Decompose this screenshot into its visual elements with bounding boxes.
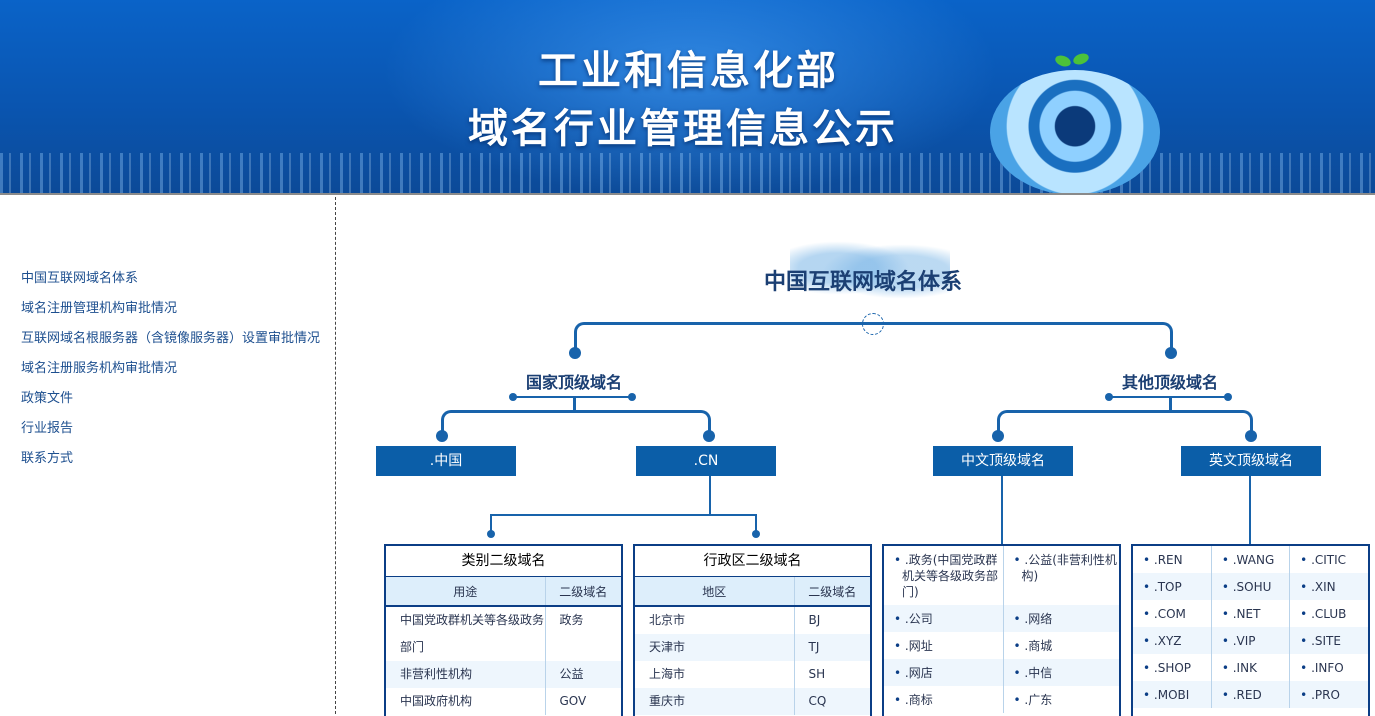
sidebar-item-domain-system[interactable]: 中国互联网域名体系 [21, 271, 139, 286]
list-item: .REN [1133, 546, 1211, 573]
list-row: .TOP.SOHU.XIN [1133, 573, 1368, 600]
list-row: .商标.广东 [884, 686, 1119, 713]
list-item: .NET [1210, 600, 1290, 627]
world-map-icon [790, 240, 950, 310]
list-item: .TOP [1133, 573, 1212, 600]
sidebar-item-contact[interactable]: 联系方式 [21, 451, 74, 466]
sidebar-item-registry-approval[interactable]: 域名注册管理机构审批情况 [21, 301, 178, 316]
list-item: .XIN [1289, 573, 1368, 600]
chinese-tld-list: .政务(中国党政群机关等各级政务部门).公益(非营利性机构) .公司.网络 .网… [882, 544, 1121, 716]
list-item: .商标 [884, 686, 1003, 713]
table-row: 非营利性机构公益 [386, 661, 621, 688]
list-item: .INFO [1289, 654, 1368, 681]
table-title: 行政区二级域名 [635, 546, 870, 577]
list-row: .政务(中国党政群机关等各级政务部门).公益(非营利性机构) [884, 546, 1119, 605]
banner-title-line2: 域名行业管理信息公示 [468, 106, 898, 152]
list-item: .公益(非营利性机构) [1002, 546, 1119, 605]
list-row: .MOBI.RED.PRO [1133, 681, 1368, 708]
table-title: 类别二级域名 [386, 546, 621, 577]
list-row: .XYZ.VIP.SITE [1133, 627, 1368, 654]
list-item: .XYZ [1133, 627, 1212, 654]
tree-root-title: 中国互联网域名体系 [763, 270, 963, 295]
column-header: 用途 [386, 577, 545, 607]
banner-title-line1: 工业和信息化部 [538, 48, 839, 94]
english-tld-list: .REN.WANG.CITIC .TOP.SOHU.XIN .COM.NET.C… [1131, 544, 1370, 716]
list-item: .COM [1133, 600, 1211, 627]
list-item: .SOHU [1210, 573, 1290, 600]
list-item: .INK [1210, 654, 1290, 681]
sidebar-nav: 中国互联网域名体系 域名注册管理机构审批情况 互联网域名根服务器（含镜像服务器）… [0, 197, 336, 714]
column-header: 地区 [635, 577, 794, 607]
category-sld-table: 类别二级域名 用途二级域名 中国党政群机关等各级政务部门政务 非营利性机构公益 … [384, 544, 623, 716]
list-row: .网店.中信 [884, 659, 1119, 686]
list-item: .网店 [884, 659, 1003, 686]
list-item: .CITIC [1289, 546, 1368, 573]
node-zhongguo: .中国 [376, 446, 516, 476]
sprout-icon [1053, 51, 1091, 74]
list-item: .政务(中国党政群机关等各级政务部门) [884, 546, 1003, 605]
node-cn: .CN [636, 446, 776, 476]
table-row: 中国党政群机关等各级政务部门政务 [386, 606, 621, 661]
list-item: .网络 [1002, 605, 1119, 632]
list-item: .网址 [884, 632, 1003, 659]
list-item: .商城 [1002, 632, 1119, 659]
sidebar-item-reports[interactable]: 行业报告 [21, 421, 74, 436]
sidebar-item-policy[interactable]: 政策文件 [21, 391, 74, 406]
list-item: .广东 [1002, 686, 1119, 713]
list-item: .MOBI [1133, 681, 1212, 708]
header-banner: 工业和信息化部 域名行业管理信息公示 [0, 0, 1375, 195]
list-item: .SITE [1289, 627, 1368, 654]
national-tld-label: 国家顶级域名 [525, 373, 623, 392]
sidebar-item-registrar-approval[interactable]: 域名注册服务机构审批情况 [21, 361, 178, 376]
list-item: .PRO [1289, 681, 1368, 708]
other-tld-label: 其他顶级域名 [1121, 373, 1219, 392]
list-row: .SHOP.INK.INFO [1133, 654, 1368, 681]
root-connector [574, 322, 1173, 353]
sidebar-item-root-server-approval[interactable]: 互联网域名根服务器（含镜像服务器）设置审批情况 [21, 331, 321, 346]
list-row: .网址.商城 [884, 632, 1119, 659]
list-row: .公司.网络 [884, 605, 1119, 632]
list-item: .WANG [1210, 546, 1290, 573]
node-chinese-tld: 中文顶级域名 [933, 446, 1073, 476]
list-item: .VIP [1210, 627, 1290, 654]
node-english-tld: 英文顶级域名 [1181, 446, 1321, 476]
list-item: .CLUB [1289, 600, 1368, 627]
list-item: .RED [1210, 681, 1290, 708]
column-header: 二级域名 [544, 577, 621, 607]
column-header: 二级域名 [793, 577, 870, 607]
list-row: .COM.NET.CLUB [1133, 600, 1368, 627]
list-row: .REN.WANG.CITIC [1133, 546, 1368, 573]
list-item: .公司 [884, 605, 1003, 632]
at-sign-logo-icon [990, 70, 1160, 193]
list-item: .SHOP [1133, 654, 1211, 681]
list-item: .中信 [1002, 659, 1119, 686]
